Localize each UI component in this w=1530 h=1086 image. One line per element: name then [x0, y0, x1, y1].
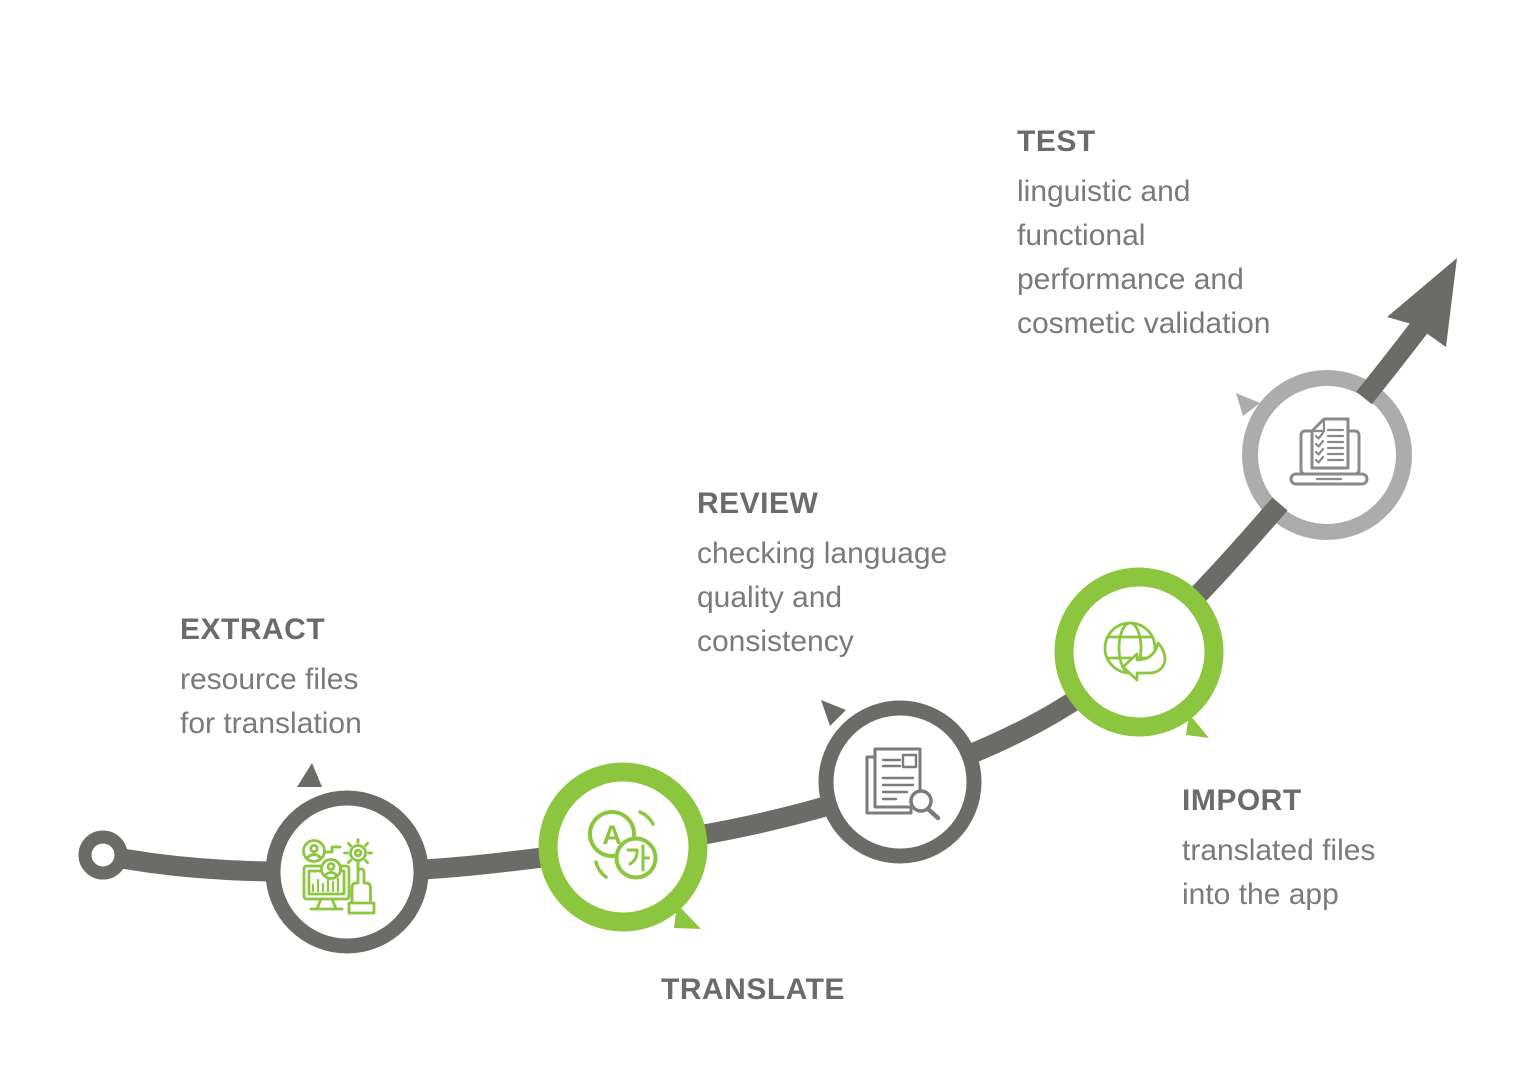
language-translation-circles-icon: A: [588, 810, 658, 880]
globe-import-arrow-icon: [1103, 621, 1167, 682]
step-test-description: linguistic and functional performance an…: [1017, 175, 1271, 341]
arrowhead-icon: [1387, 258, 1457, 347]
step-import-description: translated files into the app: [1182, 834, 1376, 912]
review-direction-marker: [821, 700, 846, 726]
step-extract-description: resource files for translation: [180, 663, 362, 741]
extract-node-ring: [265, 790, 429, 954]
step-test-title: TEST: [1017, 125, 1096, 158]
growth-curve-line-end: [1356, 317, 1430, 405]
step-review-title: REVIEW: [697, 487, 819, 520]
laptop-checklist-icon: [1289, 417, 1369, 486]
import-node-ring: [1054, 567, 1224, 737]
step-extract-title: EXTRACT: [180, 613, 326, 646]
step-review-description: checking language quality and consistenc…: [697, 537, 948, 659]
step-extract: EXTRACT resource files for translation: [180, 612, 362, 746]
latin-letter-glyph: A: [602, 820, 622, 850]
step-translate: TRANSLATE: [661, 972, 845, 1008]
step-review: REVIEW checking language quality and con…: [697, 486, 947, 664]
document-magnifier-icon: [865, 747, 941, 821]
hangul-letter-glyph: [626, 844, 650, 872]
translate-direction-marker: [674, 904, 701, 929]
start-ring-icon: [78, 830, 128, 880]
step-translate-title: TRANSLATE: [661, 973, 845, 1006]
step-import: IMPORT translated files into the app: [1182, 783, 1375, 917]
import-direction-marker: [1186, 714, 1209, 738]
extract-direction-marker: [297, 763, 322, 787]
people-computer-gear-icon: [302, 838, 376, 915]
test-direction-marker: [1236, 393, 1260, 416]
step-import-title: IMPORT: [1182, 784, 1302, 817]
step-test: TEST linguistic and functional performan…: [1017, 124, 1270, 346]
